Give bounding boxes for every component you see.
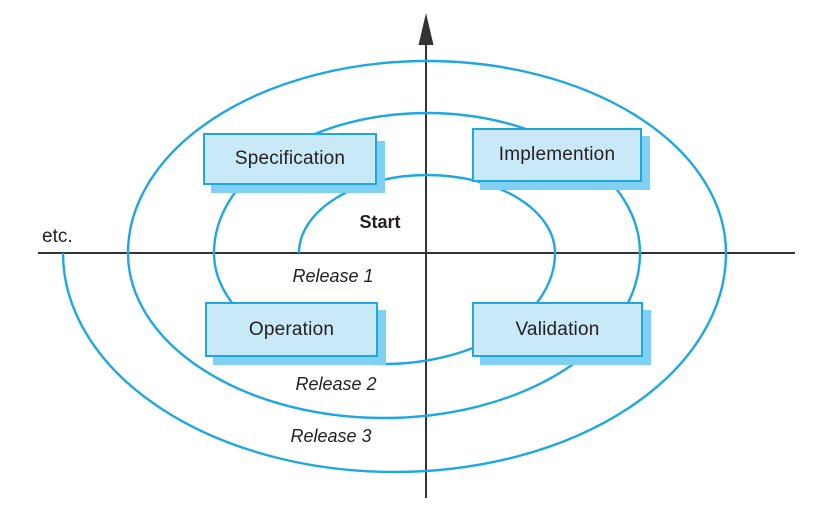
release-1-label: Release 1 — [292, 266, 374, 286]
specification-box-label: Specification — [234, 148, 346, 169]
start-label: Start — [359, 212, 401, 232]
operation-box-label: Operation — [248, 318, 335, 340]
release-2-label: Release 2 — [295, 374, 377, 394]
release-3-label: Release 3 — [290, 426, 372, 446]
operation-box: Operation — [205, 302, 378, 357]
spiral-curve — [61, 59, 728, 474]
axis-arrowhead-icon — [418, 13, 434, 45]
implementation-box-label: Implemention — [498, 144, 616, 165]
validation-box-label: Validation — [515, 318, 600, 340]
validation-box: Validation — [472, 302, 643, 357]
specification-box: Specification — [203, 133, 377, 185]
implementation-box: Implemention — [472, 128, 642, 182]
etc-label: etc. — [42, 226, 73, 247]
